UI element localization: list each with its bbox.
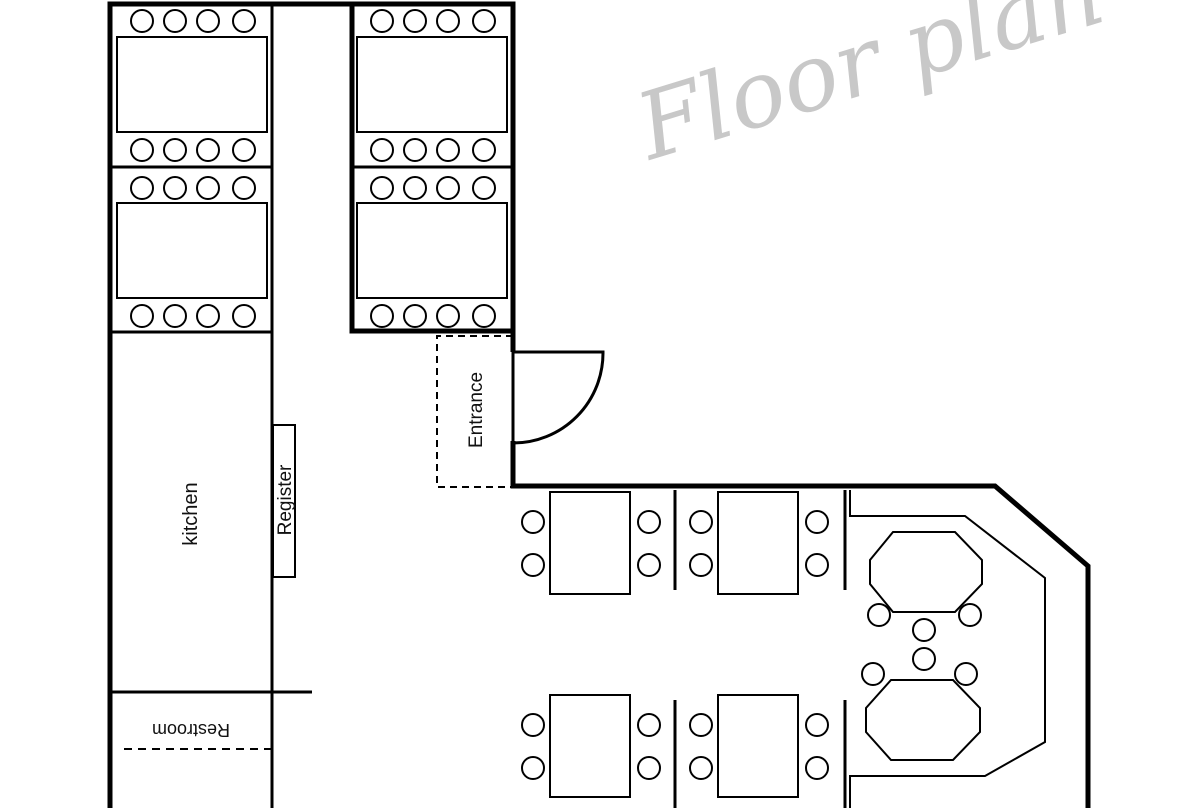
chair (403, 9, 427, 33)
chair (403, 304, 427, 328)
chair (805, 553, 829, 577)
chair (196, 176, 220, 200)
chair (472, 176, 496, 200)
chair (436, 304, 460, 328)
entrance-outline (436, 335, 513, 488)
chair (689, 756, 713, 780)
chair (689, 510, 713, 534)
restroom-label: Restroom (152, 720, 230, 740)
chair (521, 713, 545, 737)
chair (163, 176, 187, 200)
inner-walls (110, 4, 847, 808)
bar-stool (958, 603, 982, 627)
small-table (717, 694, 799, 798)
chair (689, 553, 713, 577)
long-table (356, 36, 508, 133)
chair (805, 756, 829, 780)
octagon-table (869, 531, 983, 613)
long-table-group (116, 9, 508, 328)
chair (232, 176, 256, 200)
chair (637, 553, 661, 577)
long-table (116, 202, 268, 299)
chair (130, 138, 154, 162)
bar-stool (861, 662, 885, 686)
floor-plan-title: Floor plan (623, 0, 1115, 182)
bar-area (849, 490, 1046, 808)
chair (436, 9, 460, 33)
small-table-group (521, 491, 829, 798)
bar-stool (954, 662, 978, 686)
chair (472, 9, 496, 33)
octagon-table (865, 679, 981, 761)
chair (472, 138, 496, 162)
chair (163, 138, 187, 162)
chair (163, 304, 187, 328)
bar-stool-group (861, 603, 982, 686)
chair (637, 756, 661, 780)
small-table (549, 694, 631, 798)
chair (370, 304, 394, 328)
chair (232, 304, 256, 328)
chair (232, 9, 256, 33)
outer-walls (107, 1, 1091, 808)
bar-stool (912, 647, 936, 671)
entrance-label: Entrance (466, 372, 487, 448)
chair (130, 304, 154, 328)
register-counter (272, 424, 296, 578)
chair (637, 510, 661, 534)
kitchen-label: kitchen (180, 482, 202, 545)
chair (521, 756, 545, 780)
long-table (356, 202, 508, 299)
bar-stool (912, 618, 936, 642)
chair (436, 138, 460, 162)
chair (403, 138, 427, 162)
small-table (549, 491, 631, 595)
chair (403, 176, 427, 200)
chair (370, 9, 394, 33)
chair (130, 9, 154, 33)
bar-counter (849, 490, 1046, 808)
register-label: Register (275, 464, 296, 535)
chair (196, 304, 220, 328)
chair (370, 176, 394, 200)
chair (163, 9, 187, 33)
chair (130, 176, 154, 200)
long-table (116, 36, 268, 133)
entrance-door (511, 350, 605, 445)
chair (196, 138, 220, 162)
chair (637, 713, 661, 737)
chair (232, 138, 256, 162)
chair (805, 510, 829, 534)
chair (370, 138, 394, 162)
chair (689, 713, 713, 737)
bar-stool (867, 603, 891, 627)
chair (521, 510, 545, 534)
chair (472, 304, 496, 328)
chair (196, 9, 220, 33)
chair (805, 713, 829, 737)
small-table (717, 491, 799, 595)
chair (521, 553, 545, 577)
chair (436, 176, 460, 200)
